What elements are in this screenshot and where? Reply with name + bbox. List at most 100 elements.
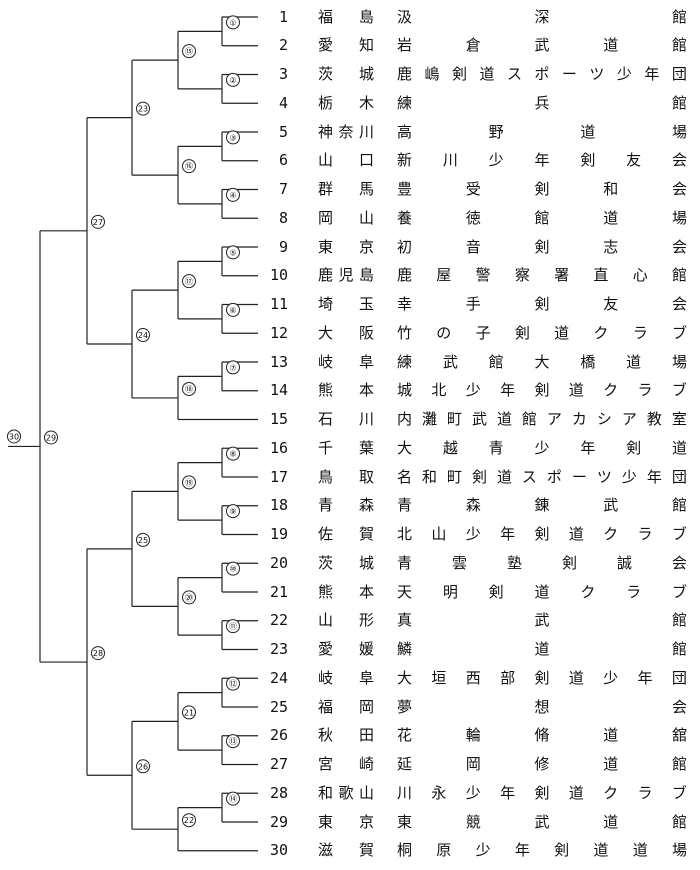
match-marker (226, 734, 240, 749)
entry-prefecture: 東京 (318, 812, 374, 831)
entry-row: 6 山口 新川少年剣友会 (0, 146, 700, 175)
entry-prefecture: 群馬 (318, 180, 374, 198)
entry-prefecture: 山形 (318, 611, 374, 630)
match-marker (136, 532, 150, 547)
entry-prefecture: 熊本 (318, 582, 374, 601)
entry-club: 鹿嶋剣道スポーツ少年団 (397, 65, 687, 83)
entry-number: 10 (269, 266, 288, 285)
entry-number: 30 (269, 841, 288, 860)
match-number: ① (229, 18, 236, 27)
entry-club: 鱗道館 (397, 640, 687, 658)
entry-prefecture: 山口 (318, 151, 374, 170)
entry-row: 1 福島 汲深館 (0, 3, 700, 32)
entry-number: 22 (269, 611, 288, 630)
entry-prefecture: 大阪 (318, 323, 374, 342)
entry-prefecture: 岡山 (318, 208, 374, 227)
entry-club: 新川少年剣友会 (397, 151, 687, 170)
entry-prefecture: 栃木 (318, 93, 374, 112)
match-marker (226, 72, 240, 87)
entry-prefecture: 東京 (318, 237, 374, 256)
match-number: ⑩ (229, 565, 236, 574)
match-marker (136, 101, 150, 116)
entry-number: 29 (269, 812, 288, 831)
entry-club: 名和町剣道スポーツ少年団 (397, 467, 687, 486)
entry-prefecture: 福島 (318, 7, 374, 26)
match-marker (226, 504, 240, 519)
entry-club: 東競武道館 (397, 812, 687, 831)
entry-number: 19 (269, 525, 288, 543)
match-number: ⑦ (229, 363, 236, 372)
match-number: ⑪ (229, 622, 237, 631)
match-marker (226, 187, 240, 202)
match-number: ⑭ (229, 795, 237, 804)
entry-number: 3 (278, 65, 288, 83)
match-number: 24 (138, 331, 148, 340)
match-marker (182, 381, 196, 396)
entry-club: 真武館 (397, 611, 687, 630)
entry-prefecture: 鳥取 (318, 467, 374, 486)
entry-number: 6 (278, 151, 288, 170)
entry-club: 豊受剣和会 (397, 180, 687, 198)
entry-number: 9 (278, 237, 288, 256)
match-number: ⑱ (185, 385, 193, 394)
entry-number: 11 (269, 295, 288, 313)
entry-prefecture: 岐阜 (318, 668, 374, 687)
entry-number: 14 (269, 381, 288, 400)
match-marker (136, 759, 150, 774)
entry-number: 1 (278, 7, 288, 26)
match-number: 26 (138, 762, 148, 771)
entry-club: 天明剣道クラブ (397, 582, 687, 601)
entry-prefecture: 佐賀 (318, 525, 374, 543)
match-marker (226, 302, 240, 317)
entry-club: 岩倉武道館 (397, 36, 687, 55)
entry-number: 8 (278, 208, 288, 227)
entry-number: 15 (269, 410, 288, 428)
entry-club: 城北少年剣道クラブ (397, 381, 687, 400)
entry-row: 14 熊本 城北少年剣道クラブ (0, 376, 700, 405)
entry-number: 18 (269, 496, 288, 515)
match-number: 29 (46, 433, 56, 442)
entry-number: 25 (269, 697, 288, 716)
match-marker (182, 705, 196, 720)
entry-number: 24 (269, 668, 288, 687)
match-number: 23 (138, 105, 148, 114)
entry-number: 4 (278, 93, 288, 112)
entry-row: 4 栃木 練兵館 (0, 89, 700, 118)
match-number: 25 (138, 536, 148, 545)
entry-club: 竹の子剣道クラブ (397, 323, 687, 342)
entry-prefecture: 愛媛 (318, 640, 374, 658)
entry-club: 内灘町武道館アカシア教室 (397, 410, 687, 428)
match-marker (226, 619, 240, 634)
entry-number: 26 (269, 726, 288, 745)
entry-prefecture: 宮崎 (318, 755, 374, 773)
entry-prefecture: 鹿児島 (318, 266, 374, 285)
entry-prefecture: 千葉 (318, 438, 374, 457)
entry-number: 7 (278, 180, 288, 198)
match-marker (91, 214, 105, 229)
entry-number: 17 (269, 467, 288, 486)
entry-row: 17 鳥取 名和町剣道スポーツ少年団 (0, 463, 700, 492)
match-number: 27 (93, 218, 103, 227)
entry-club: 桐原少年剣道道場 (397, 841, 687, 860)
match-number: ③ (229, 133, 236, 142)
entry-prefecture: 熊本 (318, 381, 374, 400)
match-marker (7, 429, 21, 444)
entry-row: 22 山形 真武館 (0, 606, 700, 635)
entry-number: 16 (269, 438, 288, 457)
entry-prefecture: 滋賀 (318, 841, 374, 860)
entry-club: 花輪脩道舘 (397, 726, 687, 745)
match-number: 30 (9, 432, 19, 441)
match-marker (226, 676, 240, 691)
entry-club: 練兵館 (397, 93, 687, 112)
entry-club: 汲深館 (397, 7, 687, 26)
